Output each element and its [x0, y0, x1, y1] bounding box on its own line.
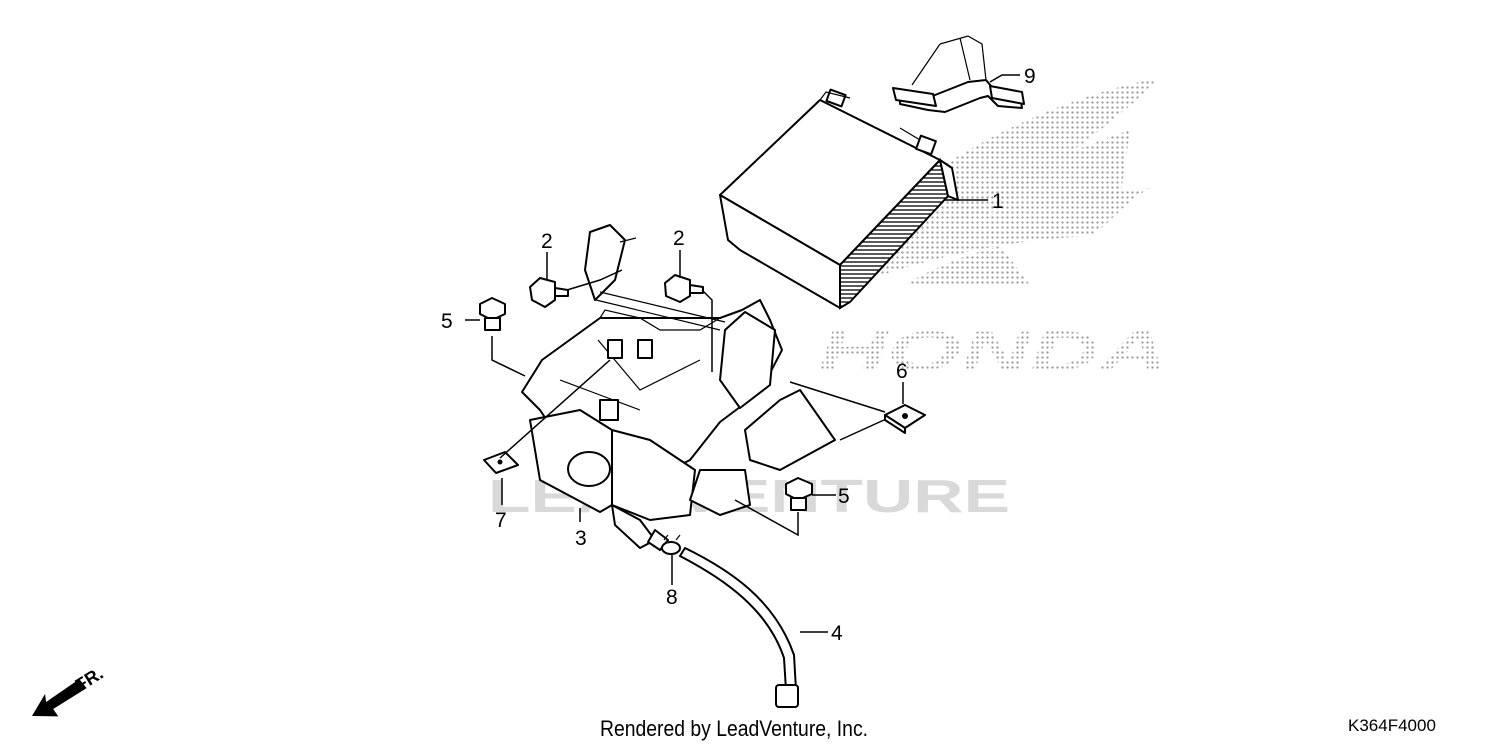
callout-9: 9	[1024, 65, 1036, 88]
honda-wordmark-watermark: HONDA	[818, 319, 1168, 382]
callout-8: 8	[666, 586, 678, 609]
diagram-code: K364F4000	[1348, 716, 1436, 735]
bolt-left[interactable]	[479, 297, 506, 331]
callout-2-right: 2	[673, 227, 685, 250]
breather-tube[interactable]	[679, 547, 799, 708]
knob-left[interactable]	[529, 277, 569, 308]
nut-clip[interactable]	[884, 404, 926, 434]
callout-2-left: 2	[541, 230, 553, 253]
leader-lines	[465, 74, 1020, 633]
callouts: 1 2 2 3 4 5 5 6 7 8 9	[441, 65, 1036, 645]
callout-5-right: 5	[838, 485, 850, 508]
battery[interactable]	[719, 88, 959, 310]
render-credit: Rendered by LeadVenture, Inc.	[600, 716, 869, 741]
battery-band[interactable]	[892, 35, 1025, 113]
callout-7: 7	[495, 509, 507, 532]
callout-5-left: 5	[441, 310, 453, 333]
callout-6: 6	[896, 360, 908, 383]
callout-3: 3	[575, 527, 587, 550]
knob-right[interactable]	[664, 274, 704, 303]
clip[interactable]	[483, 451, 519, 474]
front-direction-arrow: FR.	[31, 663, 107, 717]
arrow-left-icon	[31, 679, 87, 717]
hose-clamp[interactable]	[661, 534, 681, 555]
battery-box[interactable]	[521, 224, 836, 551]
bolt-right[interactable]	[785, 477, 813, 511]
callout-1: 1	[992, 190, 1004, 213]
callout-4: 4	[831, 622, 843, 645]
honda-wing-watermark: HONDA	[818, 78, 1168, 382]
